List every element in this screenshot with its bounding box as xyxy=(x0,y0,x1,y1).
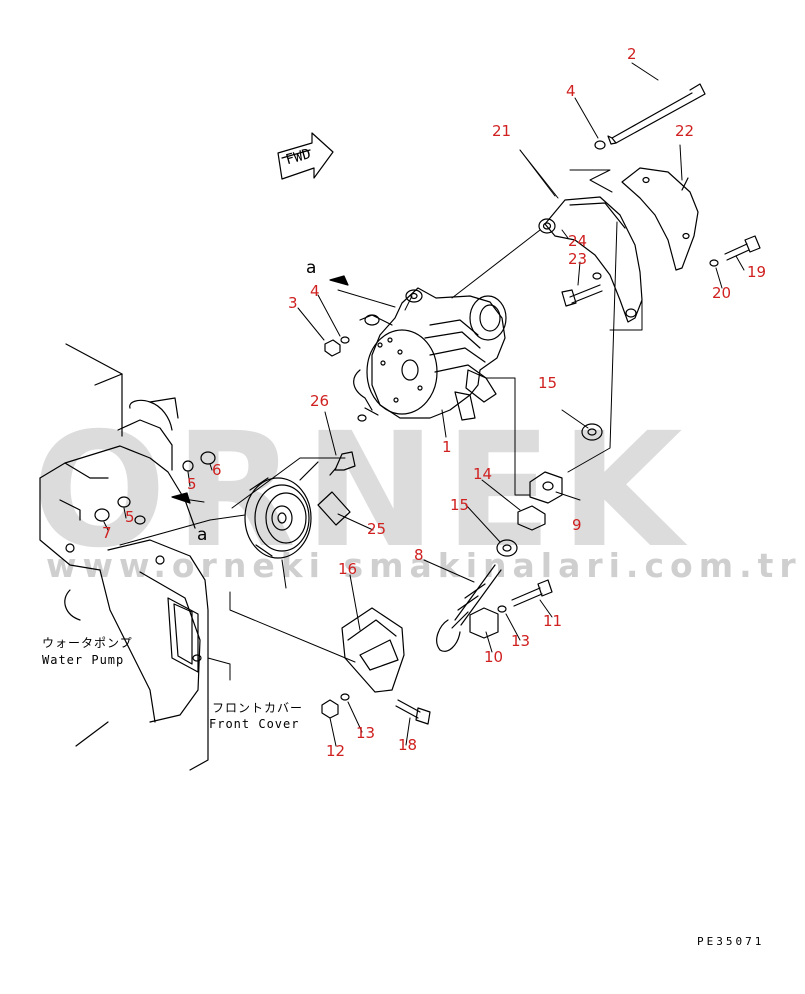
long-bolt-part xyxy=(607,83,706,145)
collar-part xyxy=(581,423,603,441)
callout-3: 3 xyxy=(288,294,298,312)
washer-part xyxy=(709,259,719,267)
front-cover-label-jp: フロントカバー xyxy=(212,701,304,715)
alternator-part xyxy=(353,287,507,421)
bolt-part xyxy=(561,284,603,307)
spacer-part xyxy=(529,471,563,504)
washer-part xyxy=(594,140,606,150)
callout-23: 24 xyxy=(568,232,588,250)
assembly-lines xyxy=(119,149,643,681)
fwd-arrow-icon xyxy=(277,132,334,180)
callout-9: 9 xyxy=(572,516,582,534)
callout-13-bottom: 13 xyxy=(356,724,376,742)
key-part xyxy=(299,461,351,526)
callout-7: 7 xyxy=(102,524,112,542)
callout-8: 8 xyxy=(414,546,424,564)
front-cover-label-en: Front Cover xyxy=(209,717,300,731)
callout-22: 23 xyxy=(568,250,588,268)
nut-part xyxy=(321,699,339,719)
callout-1: 1 xyxy=(442,438,452,456)
view-label-a-top: a xyxy=(306,258,317,278)
water-pump-label-en: Water Pump xyxy=(42,653,125,667)
callout-19: 20 xyxy=(712,284,732,302)
callout-5-bottom: 5 xyxy=(125,508,135,526)
callout-17: 18 xyxy=(398,736,418,754)
washer-part xyxy=(497,605,507,613)
washer-part xyxy=(357,414,367,422)
collar-part xyxy=(200,451,216,465)
drawing-code: PE35071 xyxy=(697,935,765,948)
callout-11: 11 xyxy=(543,612,563,630)
callout-15-top: 15 xyxy=(538,374,558,392)
water-pump-label-jp: ウォータポンプ xyxy=(42,636,133,650)
callout-13-right: 13 xyxy=(511,632,531,650)
nut-part xyxy=(329,451,356,476)
view-direction-arrow xyxy=(171,275,349,504)
callout-6: 6 xyxy=(212,461,222,479)
washer-part xyxy=(340,693,350,701)
callout-4-left: 4 xyxy=(310,282,320,300)
callout-14: 14 xyxy=(473,465,493,483)
washer-part xyxy=(592,272,602,280)
callout-4-top: 4 xyxy=(566,82,576,100)
bolt-part xyxy=(511,579,553,607)
callout-20: 21 xyxy=(492,122,512,140)
view-label-a-left: a xyxy=(197,525,208,545)
callout-12: 12 xyxy=(326,742,346,760)
callout-24: 25 xyxy=(367,520,387,538)
bushing-part xyxy=(469,607,499,639)
bushing-part xyxy=(517,505,546,531)
callout-16: 16 xyxy=(338,560,358,578)
callout-leaders xyxy=(103,62,745,747)
nut-part xyxy=(324,339,341,357)
adjuster-bracket-part xyxy=(341,607,405,693)
adjusting-rod-part xyxy=(436,564,502,652)
callout-21: 22 xyxy=(675,122,695,140)
engine-front-cover xyxy=(39,343,209,771)
pulley-part xyxy=(244,477,312,559)
callout-15-bottom: 15 xyxy=(450,496,470,514)
bracket-part xyxy=(538,196,643,323)
bolt-part xyxy=(724,235,761,261)
washer-part xyxy=(340,336,350,344)
callout-5-top: 5 xyxy=(187,475,197,493)
ring-part xyxy=(182,460,194,472)
callout-26: 26 xyxy=(310,392,330,410)
cover-plate-part xyxy=(621,167,699,271)
callout-18: 19 xyxy=(747,263,767,281)
callout-10: 10 xyxy=(484,648,504,666)
callout-2: 2 xyxy=(627,45,637,63)
bolt-part xyxy=(395,699,431,725)
collar-part xyxy=(496,539,518,557)
